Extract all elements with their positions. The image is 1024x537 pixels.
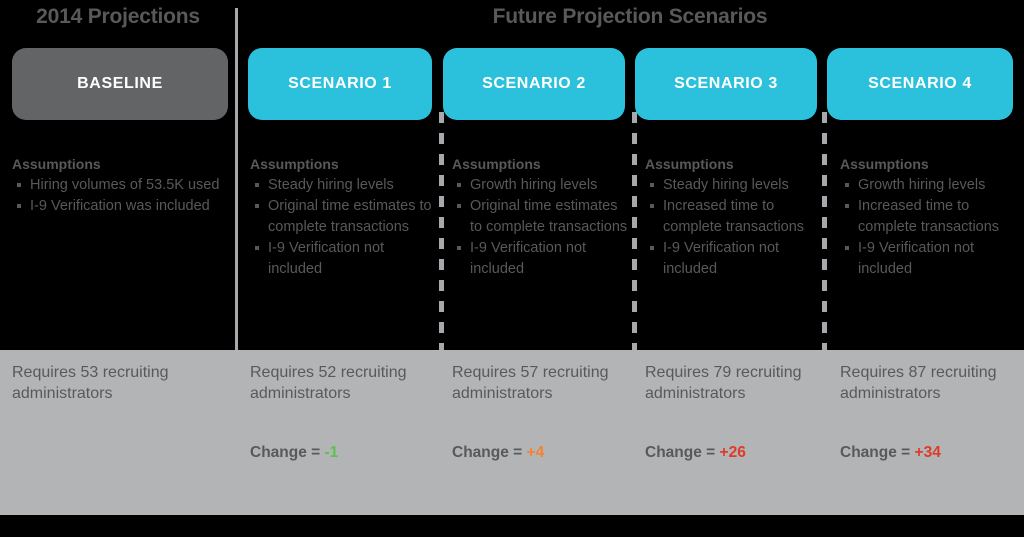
bullet-icon	[255, 246, 259, 250]
bullet-icon	[845, 246, 849, 250]
column-header-scenario-3[interactable]: SCENARIO 3	[635, 48, 817, 120]
assumption-item: I-9 Verification not included	[452, 238, 630, 280]
assumption-item: I-9 Verification not included	[840, 238, 1018, 280]
bullet-icon	[457, 183, 461, 187]
page-title-scenarios: Future Projection Scenarios	[492, 5, 768, 28]
result-block-baseline: Requires 53 recruiting administrators	[12, 362, 227, 404]
assumption-item: I-9 Verification not included	[250, 238, 438, 280]
assumption-text: Increased time to complete transactions	[663, 198, 805, 235]
assumption-text: Original time estimates to complete tran…	[268, 198, 432, 235]
bullet-icon	[17, 183, 21, 187]
column-header-scenario-1[interactable]: SCENARIO 1	[248, 48, 432, 120]
bullet-icon	[457, 246, 461, 250]
divider-scenario-1-2	[439, 112, 444, 350]
assumption-item: Increased time to complete transactions	[840, 196, 1018, 238]
assumption-item: Growth hiring levels	[840, 175, 1018, 196]
assumption-text: I-9 Verification not included	[470, 240, 587, 277]
assumption-item: Growth hiring levels	[452, 175, 630, 196]
assumptions-heading: Assumptions	[250, 156, 339, 172]
divider-scenario-2-3	[632, 112, 637, 350]
assumption-item: Steady hiring levels	[645, 175, 823, 196]
bullet-icon	[845, 183, 849, 187]
results-band	[0, 350, 1024, 515]
column-header-scenario-4[interactable]: SCENARIO 4	[827, 48, 1013, 120]
change-label: Change =	[840, 444, 915, 461]
assumption-item: I-9 Verification was included	[12, 196, 227, 217]
bullet-icon	[17, 204, 21, 208]
assumption-item: Original time estimates to complete tran…	[452, 196, 630, 238]
result-requires-text: Requires 79 recruiting administrators	[645, 364, 802, 402]
change-value: -1	[324, 444, 339, 461]
column-header-label: SCENARIO 2	[482, 75, 586, 92]
bullet-icon	[650, 183, 654, 187]
assumption-item: I-9 Verification not included	[645, 238, 823, 280]
assumption-text: I-9 Verification not included	[663, 240, 780, 277]
column-header-label: SCENARIO 1	[288, 75, 392, 92]
column-header-label: SCENARIO 3	[674, 75, 778, 92]
divider-baseline-scenarios	[235, 8, 238, 350]
assumption-item: Increased time to complete transactions	[645, 196, 823, 238]
result-change-scenario-1: Change = -1	[250, 444, 338, 462]
assumption-text: Original time estimates to complete tran…	[470, 198, 628, 235]
change-value: +34	[914, 444, 941, 461]
assumption-text: Increased time to complete transactions	[858, 198, 1000, 235]
bullet-icon	[650, 246, 654, 250]
divider-scenario-3-4	[822, 112, 827, 350]
column-header-scenario-2[interactable]: SCENARIO 2	[443, 48, 625, 120]
assumptions-heading: Assumptions	[645, 156, 734, 172]
result-requires-text: Requires 57 recruiting administrators	[452, 364, 609, 402]
change-value: +4	[526, 444, 545, 461]
result-requires-text: Requires 87 recruiting administrators	[840, 364, 997, 402]
assumption-text: Growth hiring levels	[470, 177, 598, 193]
assumption-item: Steady hiring levels	[250, 175, 438, 196]
assumption-text: Steady hiring levels	[663, 177, 789, 193]
change-label: Change =	[250, 444, 325, 461]
assumptions-heading: Assumptions	[12, 156, 101, 172]
assumption-text: I-9 Verification not included	[858, 240, 975, 277]
bullet-icon	[457, 204, 461, 208]
assumption-text: Hiring volumes of 53.5K used	[30, 177, 220, 193]
result-change-scenario-2: Change = +4	[452, 444, 544, 462]
result-requires-text: Requires 53 recruiting administrators	[12, 364, 169, 402]
assumption-text: I-9 Verification was included	[30, 198, 210, 214]
change-value: +26	[719, 444, 746, 461]
change-label: Change =	[645, 444, 720, 461]
column-header-label: BASELINE	[77, 75, 163, 92]
assumption-item: Original time estimates to complete tran…	[250, 196, 438, 238]
column-header-label: SCENARIO 4	[868, 75, 972, 92]
assumptions-heading: Assumptions	[840, 156, 929, 172]
assumption-text: I-9 Verification not included	[268, 240, 385, 277]
assumptions-heading: Assumptions	[452, 156, 541, 172]
bullet-icon	[845, 204, 849, 208]
bullet-icon	[255, 204, 259, 208]
assumption-text: Steady hiring levels	[268, 177, 394, 193]
bullet-icon	[255, 183, 259, 187]
result-change-scenario-3: Change = +26	[645, 444, 746, 462]
result-requires-text: Requires 52 recruiting administrators	[250, 364, 407, 402]
change-label: Change =	[452, 444, 527, 461]
assumption-item: Hiring volumes of 53.5K used	[12, 175, 227, 196]
page-title-baseline: 2014 Projections	[36, 5, 200, 28]
result-change-scenario-4: Change = +34	[840, 444, 941, 462]
column-header-baseline[interactable]: BASELINE	[12, 48, 228, 120]
bullet-icon	[650, 204, 654, 208]
assumption-text: Growth hiring levels	[858, 177, 986, 193]
